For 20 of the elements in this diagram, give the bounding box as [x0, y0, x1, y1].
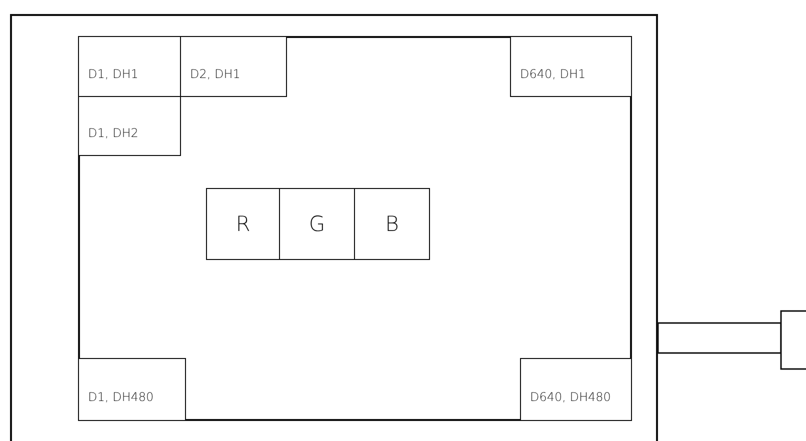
pixel-label: B: [385, 212, 399, 236]
pixel-label: D2, DH1: [190, 66, 240, 80]
pixel-box: [78, 358, 186, 421]
pixel-label: D640, DH1: [520, 66, 586, 80]
subpixel-box: [206, 188, 280, 260]
pixel-box: [180, 36, 287, 97]
pixel-label: D1, DH480: [88, 390, 154, 404]
pixel-label: G: [308, 212, 326, 236]
pixel-box: [78, 36, 181, 97]
subpixel-box: [354, 188, 430, 260]
pixel-box: [510, 36, 632, 97]
pixel-label: D640, DH480: [530, 390, 611, 404]
pixel-label: R: [236, 212, 250, 236]
pixel-label: D1, DH1: [88, 66, 138, 80]
pixel-box: [520, 358, 632, 421]
pixel-box: [78, 96, 181, 156]
subpixel-box: [279, 188, 355, 260]
monitor-frame: [10, 14, 658, 441]
screen-area: [78, 36, 632, 421]
pixel-label: D1, DH2: [88, 126, 138, 140]
